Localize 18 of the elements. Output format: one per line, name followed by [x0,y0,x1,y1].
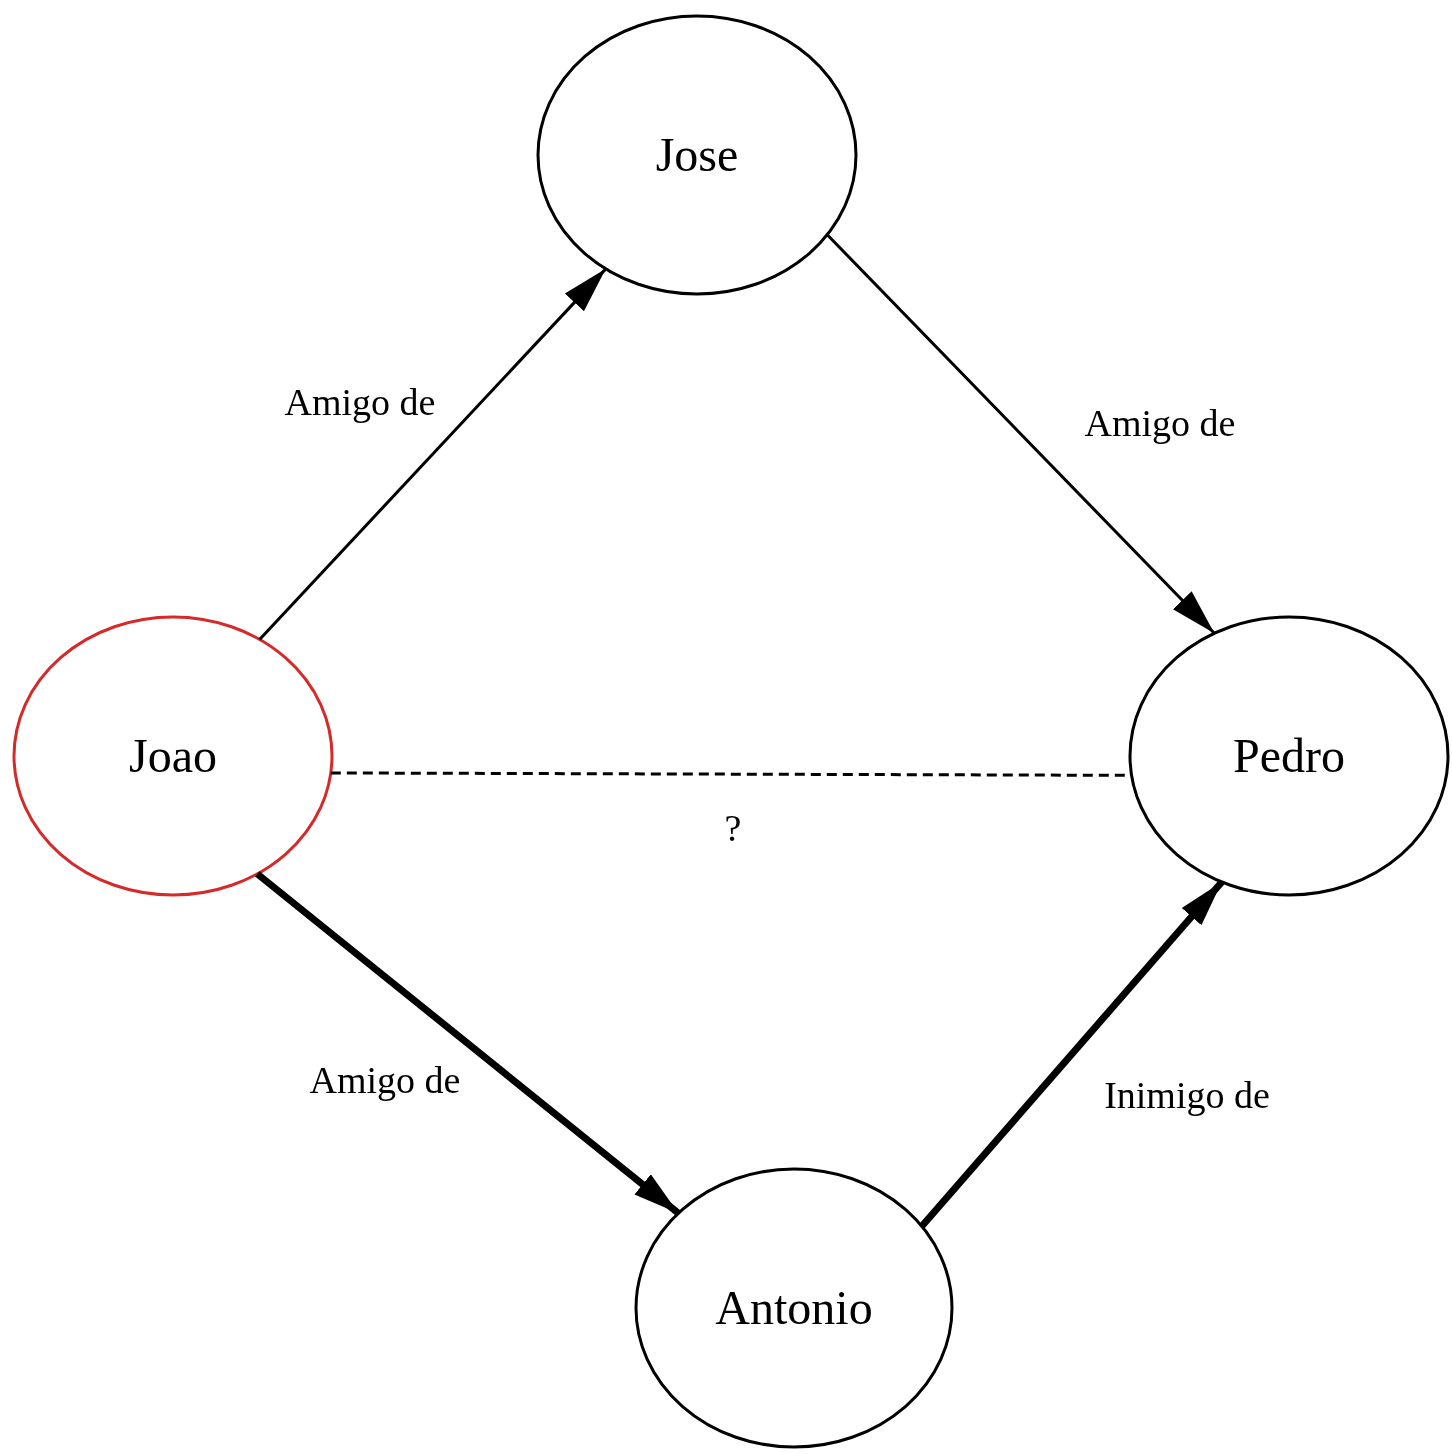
node-label: Antonio [715,1284,873,1332]
node-ellipse [634,1167,954,1449]
node-ellipse [12,615,334,897]
connector-line [330,771,1132,777]
edge-label: ? [724,809,742,847]
node-label: Joao [129,732,217,780]
node-label: Pedro [1233,732,1345,780]
edge-label: Amigo de [309,1061,461,1099]
node-ellipse [1128,615,1450,897]
node-label: Jose [655,131,739,179]
arrow [826,233,1216,635]
edge-label: Amigo de [284,383,436,421]
node-ellipse [536,14,858,296]
arrow [258,267,607,641]
edge-label: Inimigo de [1104,1076,1270,1114]
arrow [919,879,1225,1229]
edge-label: Amigo de [1084,404,1236,442]
arrow [255,871,681,1216]
